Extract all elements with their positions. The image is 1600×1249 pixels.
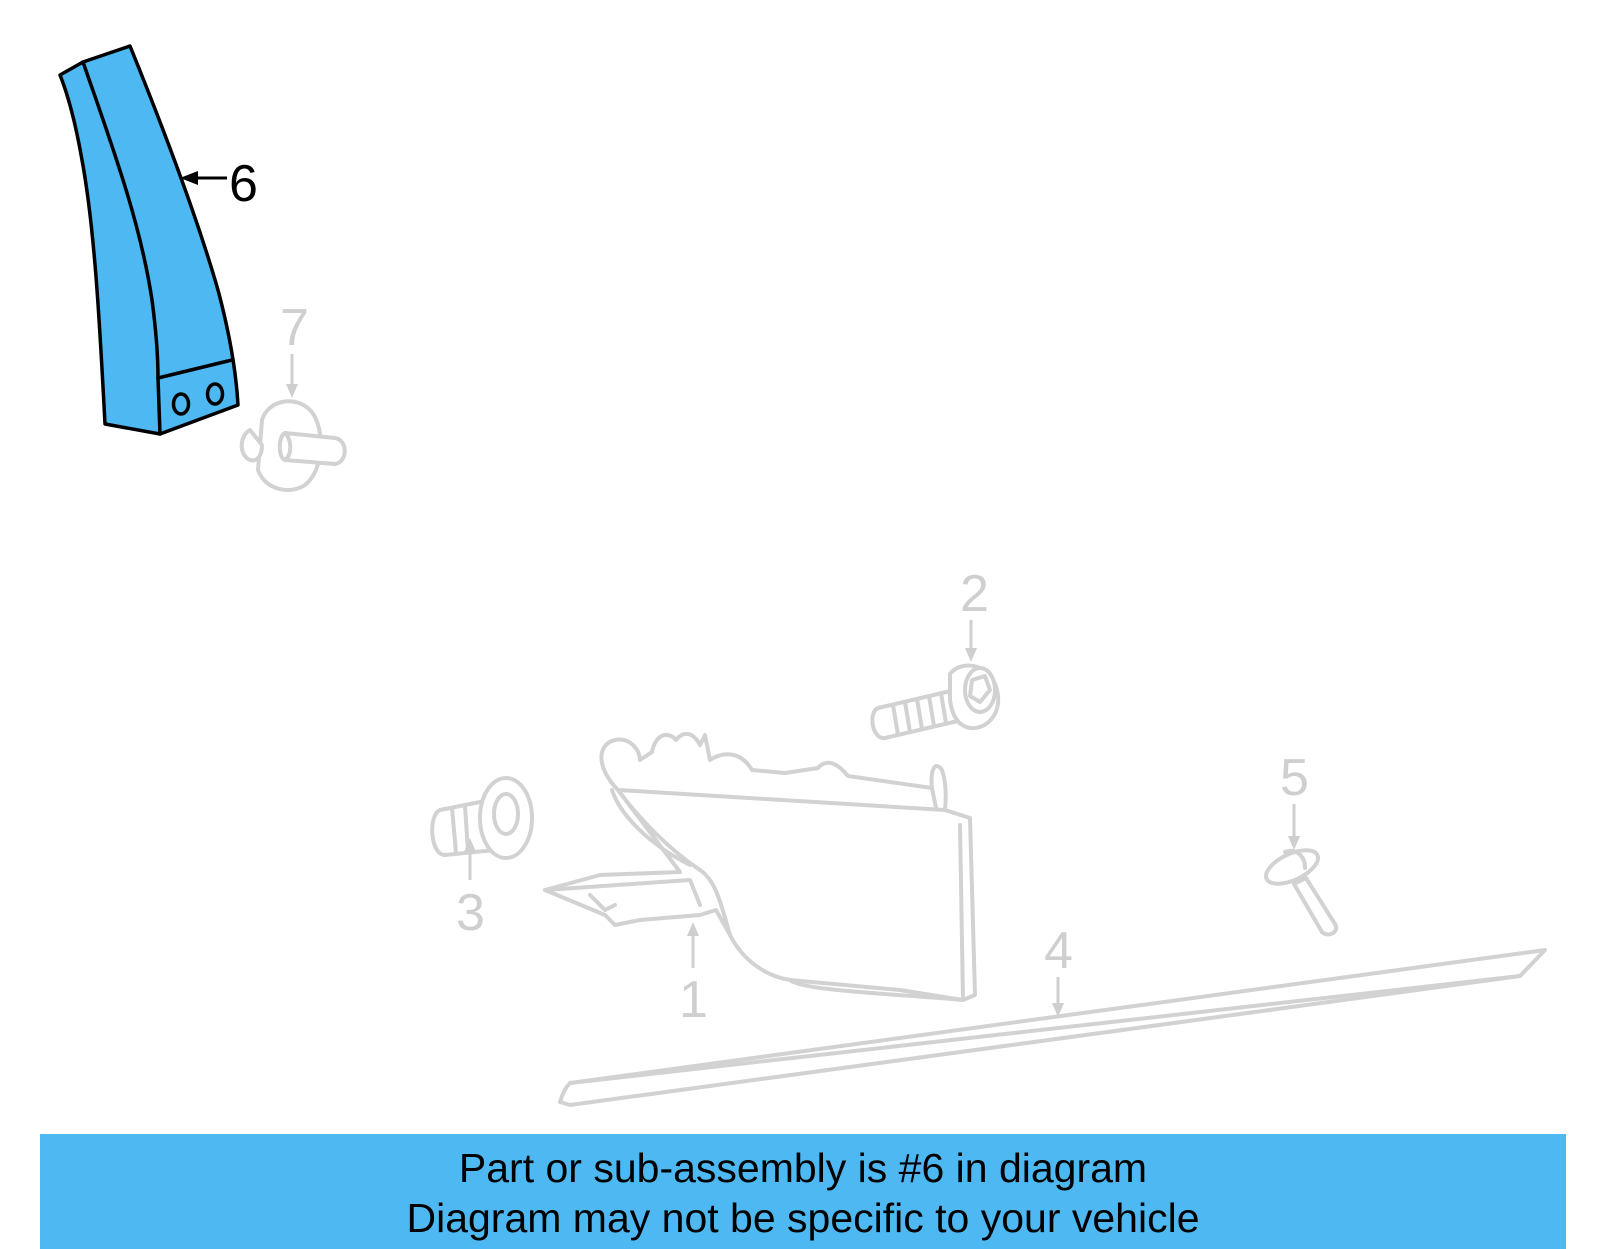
part-7-push-pin[interactable] <box>239 399 347 492</box>
callout-1: 1 <box>679 971 708 1029</box>
callout-4-arrow <box>1052 977 1064 1017</box>
callout-1-arrow <box>687 922 699 968</box>
part-5-clip[interactable] <box>1261 843 1339 937</box>
callout-6: 6 <box>229 155 258 213</box>
callout-6-arrow <box>180 171 227 185</box>
callout-2: 2 <box>960 565 989 623</box>
info-banner: Part or sub-assembly is #6 in diagram Di… <box>40 1134 1566 1249</box>
banner-line-2: Diagram may not be specific to your vehi… <box>406 1194 1200 1241</box>
part-1-bracket-assembly[interactable] <box>543 731 977 1002</box>
callout-2-arrow <box>965 620 977 662</box>
part-4-sill-strip[interactable] <box>558 948 1547 1107</box>
callout-7: 7 <box>280 299 309 357</box>
callout-5-arrow <box>1288 804 1300 850</box>
part-6-pillar-trim[interactable] <box>58 44 240 436</box>
callout-3: 3 <box>456 884 485 942</box>
part-3-grommet[interactable] <box>430 776 534 860</box>
part-2-bolt[interactable] <box>870 663 1001 740</box>
callout-7-arrow <box>286 354 298 398</box>
banner-line-1: Part or sub-assembly is #6 in diagram <box>458 1144 1148 1191</box>
callout-3-arrow <box>464 838 476 880</box>
callout-4: 4 <box>1044 922 1073 980</box>
callout-5: 5 <box>1280 749 1309 807</box>
